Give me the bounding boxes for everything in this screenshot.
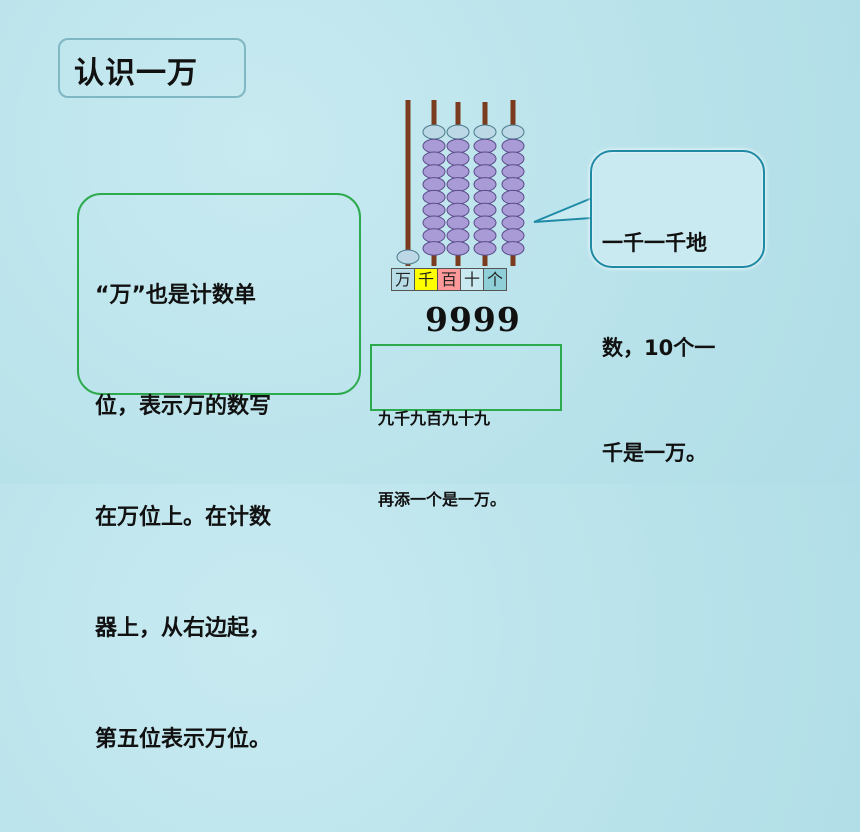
explanation-line: 第五位表示万位。 [95, 727, 272, 752]
abacus-bead [501, 202, 525, 218]
abacus-bead [422, 177, 446, 192]
place-label-1: 千 [414, 268, 438, 291]
abacus-bead [422, 124, 446, 140]
abacus-bead [473, 151, 497, 167]
abacus-bead [422, 151, 446, 167]
abacus-bead [473, 124, 497, 140]
page-title: 认识一万 [74, 56, 198, 91]
abacus-bead [473, 202, 497, 218]
speech-line: 一千一千地 [602, 231, 707, 255]
abacus-bead [446, 151, 470, 167]
abacus-bead [396, 249, 420, 265]
explanation-text: “万”也是计数单 位，表示万的数写 在万位上。在计数 器上，从右边起， 第五位表… [95, 203, 349, 832]
note-text: 九千九百九十九 再添一个是一万。 [378, 351, 506, 567]
abacus-bead [422, 202, 446, 218]
abacus-bead [501, 228, 525, 243]
abacus-bead [501, 241, 525, 256]
abacus-bead [446, 124, 470, 140]
abacus-bead [501, 177, 525, 192]
place-label-4: 个 [483, 268, 507, 291]
speech-bubble: 一千一千地 数，10个一 千是一万。 [590, 150, 765, 465]
abacus-bead [422, 215, 446, 231]
abacus-bead [473, 189, 497, 205]
abacus-bead [501, 215, 525, 231]
abacus-bead [422, 228, 446, 243]
note-line: 再添一个是一万。 [378, 490, 507, 509]
abacus-bead [473, 164, 497, 179]
speech-text: 一千一千地 数，10个一 千是一万。 [602, 156, 762, 541]
place-value-row: 万千百十个 [391, 268, 507, 291]
place-label-2: 百 [437, 268, 461, 291]
abacus-bead [446, 241, 470, 256]
abacus-bead [473, 177, 497, 192]
place-label-3: 十 [460, 268, 484, 291]
abacus-bead [473, 215, 497, 231]
speech-line: 千是一万。 [602, 441, 707, 465]
abacus-bead [422, 189, 446, 205]
abacus [396, 100, 525, 266]
place-label-0: 万 [391, 268, 415, 291]
abacus-bead [446, 164, 470, 179]
abacus-bead [422, 241, 446, 256]
explanation-line: 在万位上。在计数 [95, 505, 272, 530]
abacus-rod [405, 100, 411, 266]
abacus-bead [446, 202, 470, 218]
abacus-bead [446, 177, 470, 192]
note-line: 九千九百九十九 [378, 409, 491, 428]
abacus-bead [446, 138, 470, 154]
abacus-bead [501, 164, 525, 179]
explanation-line: 器上，从右边起， [95, 616, 272, 641]
abacus-bead [473, 138, 497, 154]
abacus-bead [446, 228, 470, 243]
abacus-number: 9999 [425, 300, 521, 339]
abacus-bead [473, 228, 497, 243]
explanation-box: “万”也是计数单 位，表示万的数写 在万位上。在计数 器上，从右边起， 第五位表… [77, 193, 361, 752]
abacus-bead [501, 138, 525, 154]
speech-line: 数，10个一 [602, 336, 716, 360]
abacus-bead [446, 215, 470, 231]
note-box: 九千九百九十九 再添一个是一万。 [370, 344, 562, 509]
abacus-bead [501, 151, 525, 167]
explanation-line: 位，表示万的数写 [95, 394, 272, 419]
abacus-bead [473, 241, 497, 256]
explanation-line: “万”也是计数单 [95, 283, 256, 308]
abacus-bead [446, 189, 470, 205]
speech-tail [533, 196, 593, 223]
abacus-bead [501, 189, 525, 205]
abacus-bead [422, 164, 446, 179]
title-box: 认识一万 [58, 38, 246, 98]
abacus-bead [422, 138, 446, 154]
abacus-bead [501, 124, 525, 140]
